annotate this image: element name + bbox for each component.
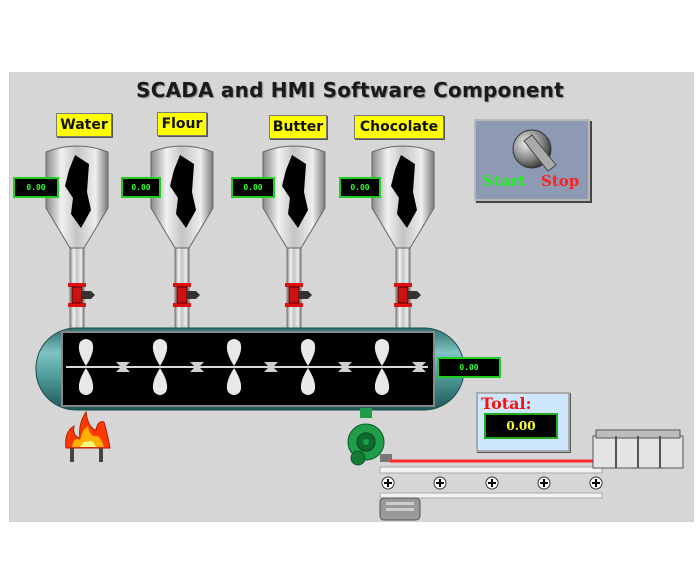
stop-label[interactable]: Stop (541, 172, 580, 190)
conveyor-roller (433, 476, 447, 490)
hopper-water (45, 145, 109, 331)
mixer-blade-small (190, 362, 204, 372)
conveyor-roller (485, 476, 499, 490)
mixer-paddle (374, 339, 390, 395)
mixing-tank (35, 327, 465, 411)
mixer-blade-small (116, 362, 130, 372)
switch-knob-icon (512, 129, 557, 172)
chocolate-reading: 0.00 (339, 177, 381, 198)
conveyor-roller (589, 476, 603, 490)
valve-icon[interactable] (68, 283, 95, 307)
mixer-reading: 0.00 (437, 357, 501, 378)
butter-reading: 0.00 (231, 177, 275, 198)
total-value: 0.00 (484, 413, 558, 439)
start-stop-switch[interactable] (474, 119, 590, 201)
water-reading: 0.00 (13, 177, 59, 198)
hopper-chocolate (371, 145, 435, 331)
valve-icon[interactable] (173, 283, 200, 307)
mixer-blade-small (264, 362, 278, 372)
ingredient-tag-butter: Butter (269, 115, 327, 139)
ingredient-tag-chocolate: Chocolate (354, 115, 444, 139)
mixer-blade-small (412, 362, 426, 372)
valve-icon[interactable] (285, 283, 312, 307)
flour-reading: 0.00 (121, 177, 161, 198)
total-label: Total: (481, 394, 532, 413)
mixer-paddle (152, 339, 168, 395)
ingredient-tag-flour: Flour (157, 112, 207, 136)
mixer-paddle (226, 339, 242, 395)
hopper-flour (150, 145, 214, 331)
page-title: SCADA and HMI Software Component (136, 78, 564, 102)
mixer-paddle (78, 339, 94, 395)
burner-flame-icon (65, 410, 111, 462)
start-label[interactable]: Start (483, 172, 526, 190)
conveyor-roller (381, 476, 395, 490)
hopper-butter (262, 145, 326, 331)
pump-icon (347, 408, 392, 466)
ingredient-tag-water: Water (56, 113, 112, 137)
conveyor (379, 459, 603, 521)
mixer-blade-small (338, 362, 352, 372)
crate-icon (592, 429, 684, 469)
conveyor-roller (537, 476, 551, 490)
mixer-paddle (300, 339, 316, 395)
valve-icon[interactable] (394, 283, 421, 307)
